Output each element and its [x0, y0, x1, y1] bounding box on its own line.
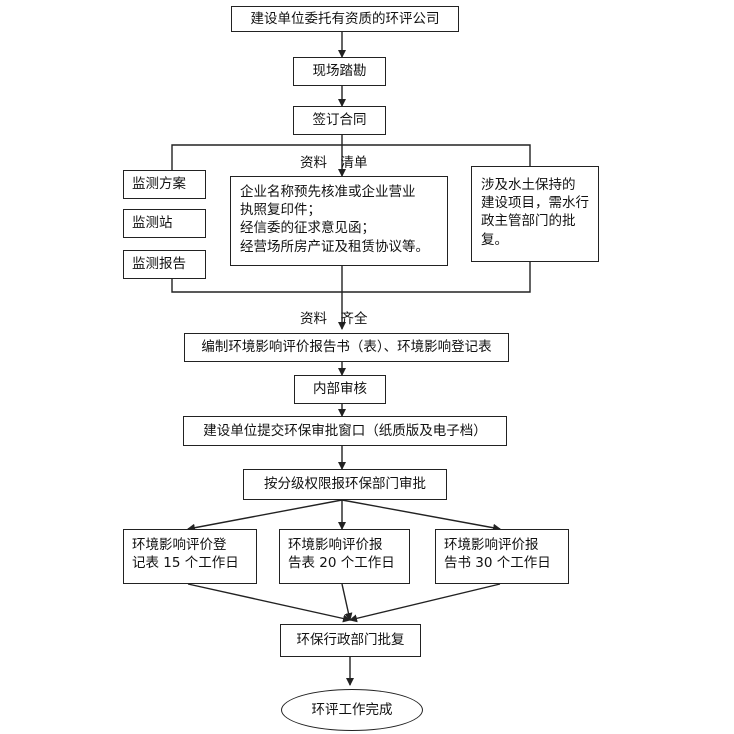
report-book-line-2: 告书 30 个工作日	[444, 555, 551, 572]
documents-line-3: 经信委的征求意见函；	[240, 220, 375, 237]
label-materials-list: 资料 清单	[300, 155, 368, 171]
documents-line-2: 执照复印件；	[240, 202, 321, 219]
node-submit-approval: 按分级权限报环保部门审批	[243, 469, 447, 500]
soil-water-line-1: 涉及水土保持的	[481, 177, 576, 193]
node-documents-list: 企业名称预先核准或企业营业 执照复印件； 经信委的征求意见函； 经营场所房产证及…	[230, 176, 448, 266]
node-registration-form-15-days: 环境影响评价登 记表 15 个工作日	[123, 529, 257, 584]
label-materials-complete: 资料 齐全	[300, 311, 368, 327]
node-submit-window: 建设单位提交环保审批窗口（纸质版及电子档）	[183, 416, 507, 446]
arrow-n7-r3	[341, 499, 501, 532]
report-form-line-2: 告表 20 个工作日	[288, 555, 395, 572]
soil-water-line-2: 建设项目，需水行	[481, 195, 589, 212]
report-book-line-1: 环境影响评价报	[444, 537, 539, 553]
node-compile-report: 编制环境影响评价报告书（表）、环境影响登记表	[184, 333, 509, 362]
arrow-r3-n8	[349, 583, 501, 623]
node-sign-contract: 签订合同	[293, 106, 386, 135]
arrow-r2-n8	[341, 583, 353, 621]
node-internal-review: 内部审核	[294, 375, 386, 404]
soil-water-line-4: 复。	[481, 231, 508, 248]
registration-line-1: 环境影响评价登	[132, 537, 227, 553]
node-soil-water-approval: 涉及水土保持的 建设项目，需水行 政主管部门的批 复。	[471, 166, 599, 262]
node-monitoring-station: 监测站	[123, 209, 206, 238]
node-admin-approval: 环保行政部门批复	[280, 624, 421, 657]
report-form-line-1: 环境影响评价报	[288, 537, 383, 553]
node-monitoring-plan: 监测方案	[123, 170, 206, 199]
arrow-n7-r1	[187, 499, 343, 532]
node-work-complete: 环评工作完成	[281, 689, 423, 731]
arrow-r1-n8	[187, 583, 351, 623]
registration-line-2: 记表 15 个工作日	[132, 555, 239, 572]
node-report-book-30-days: 环境影响评价报 告书 30 个工作日	[435, 529, 569, 584]
node-report-form-20-days: 环境影响评价报 告表 20 个工作日	[279, 529, 410, 584]
materials-bracket-top	[171, 144, 531, 170]
node-site-survey: 现场踏勘	[293, 57, 386, 86]
documents-line-1: 企业名称预先核准或企业营业	[240, 184, 416, 200]
materials-bracket-bottom	[171, 262, 531, 293]
node-monitoring-report: 监测报告	[123, 250, 206, 279]
node-hire-firm: 建设单位委托有资质的环评公司	[231, 6, 459, 32]
documents-line-4: 经营场所房产证及租赁协议等。	[240, 238, 429, 255]
soil-water-line-3: 政主管部门的批	[481, 213, 576, 230]
